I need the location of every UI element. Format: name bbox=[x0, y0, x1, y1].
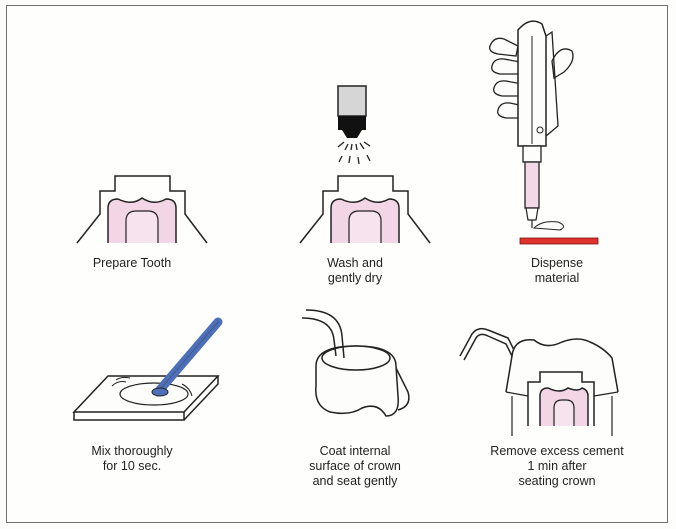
coat-crown-illustration bbox=[230, 296, 450, 446]
spray-droplets-icon bbox=[338, 142, 370, 164]
step-dispense-material: Dispense material bbox=[442, 6, 662, 296]
caption-wash-and-dry: Wash and gently dry bbox=[245, 256, 465, 286]
caption-mix: Mix thoroughly for 10 sec. bbox=[22, 444, 242, 474]
remove-excess-illustration bbox=[442, 296, 662, 446]
diagram-frame: Prepare Tooth bbox=[6, 5, 668, 523]
wash-dry-illustration bbox=[230, 6, 450, 256]
syringe-tip-icon bbox=[338, 116, 366, 130]
dispense-illustration bbox=[442, 6, 662, 256]
caption-dispense-material: Dispense material bbox=[447, 256, 667, 286]
mixing-pad-icon bbox=[520, 238, 598, 244]
prepared-tooth-illustration bbox=[22, 6, 242, 256]
step-remove-excess: Remove excess cement 1 min after seating… bbox=[442, 296, 662, 516]
step-prepare-tooth: Prepare Tooth bbox=[22, 6, 242, 296]
step-wash-and-dry: Wash and gently dry bbox=[230, 6, 450, 296]
caption-remove-excess: Remove excess cement 1 min after seating… bbox=[447, 444, 667, 489]
mix-illustration bbox=[22, 296, 242, 446]
cartridge-icon bbox=[525, 162, 539, 208]
caption-coat-crown: Coat internal surface of crown and seat … bbox=[245, 444, 465, 489]
syringe-nozzle-icon bbox=[338, 86, 366, 116]
step-coat-crown: Coat internal surface of crown and seat … bbox=[230, 296, 450, 516]
seated-crown-icon bbox=[506, 339, 618, 392]
caption-prepare-tooth: Prepare Tooth bbox=[22, 256, 242, 271]
step-mix: Mix thoroughly for 10 sec. bbox=[22, 296, 242, 516]
